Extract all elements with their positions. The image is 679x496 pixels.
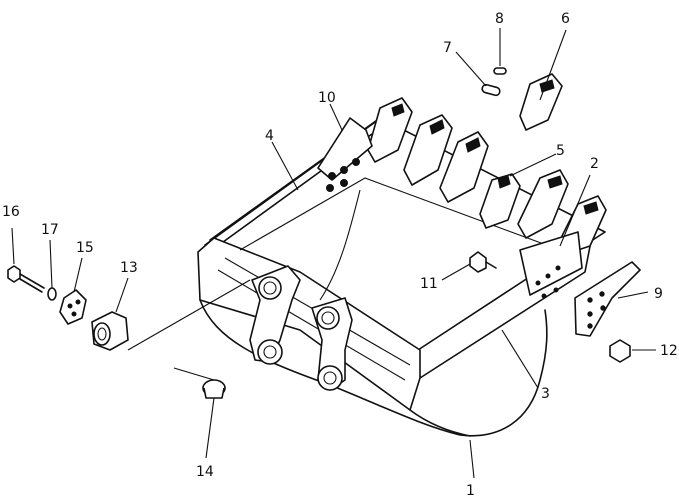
tooth-3 bbox=[439, 131, 489, 203]
tooth-4 bbox=[479, 173, 521, 229]
bucket-teeth bbox=[367, 97, 607, 255]
callout-2: 2 bbox=[590, 156, 599, 172]
callout-11: 11 bbox=[420, 276, 438, 292]
callout-14: 14 bbox=[196, 464, 214, 480]
callout-13: 13 bbox=[120, 260, 138, 276]
bushing-13 bbox=[91, 311, 129, 351]
plate-15 bbox=[59, 289, 87, 325]
bolt-11 bbox=[469, 251, 497, 273]
callout-8: 8 bbox=[495, 11, 504, 27]
pin-7 bbox=[481, 83, 501, 97]
plug-14 bbox=[202, 379, 226, 399]
callout-17: 17 bbox=[41, 222, 59, 238]
callout-4: 4 bbox=[265, 128, 274, 144]
side-shroud-9 bbox=[574, 261, 641, 337]
tooth-2 bbox=[403, 114, 453, 186]
washer-17 bbox=[47, 287, 57, 301]
side-bolts bbox=[326, 158, 360, 192]
callout-7: 7 bbox=[443, 40, 452, 56]
nut-12 bbox=[609, 339, 631, 363]
leader-lines bbox=[11, 28, 656, 479]
callout-1: 1 bbox=[466, 483, 475, 496]
callout-15: 15 bbox=[76, 240, 94, 256]
callout-16: 16 bbox=[2, 204, 20, 220]
callout-10: 10 bbox=[318, 90, 336, 106]
spare-tooth-6 bbox=[519, 73, 563, 131]
bolt-16 bbox=[7, 265, 45, 293]
tooth-5 bbox=[517, 169, 569, 239]
callout-12: 12 bbox=[660, 343, 678, 359]
callout-9: 9 bbox=[654, 286, 663, 302]
callout-5: 5 bbox=[556, 143, 565, 159]
hinge-bosses bbox=[249, 265, 353, 391]
callout-6: 6 bbox=[561, 11, 570, 27]
callout-labels: 1 2 3 4 5 6 7 8 9 10 11 12 13 14 15 16 1… bbox=[2, 11, 678, 496]
lock-8 bbox=[493, 67, 507, 75]
callout-3: 3 bbox=[541, 386, 550, 402]
right-side-plate bbox=[519, 231, 583, 299]
